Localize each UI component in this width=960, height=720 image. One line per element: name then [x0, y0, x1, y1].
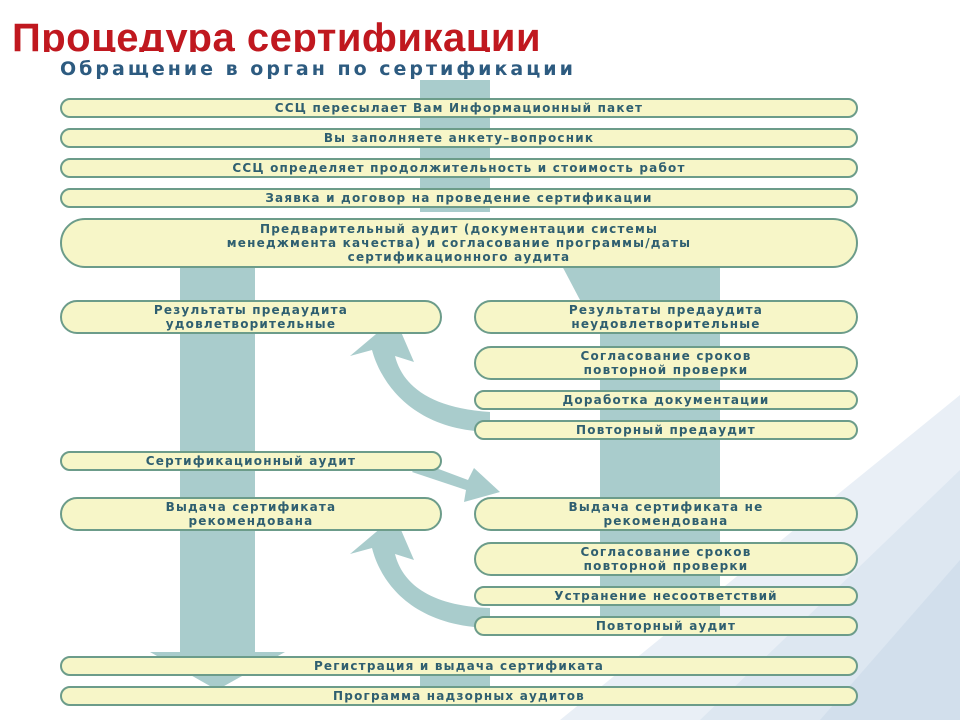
revise-documentation: Доработка документации [474, 390, 858, 410]
agree-recheck-dates-2: Согласование сроков повторной проверки [474, 542, 858, 576]
registration-issue: Регистрация и выдача сертификата [60, 656, 858, 676]
step-send-info-package: ССЦ пересылает Вам Информационный пакет [60, 98, 858, 118]
repeat-audit: Повторный аудит [474, 616, 858, 636]
agree-recheck-dates-1: Согласование сроков повторной проверки [474, 346, 858, 380]
diagonal-arrow [412, 462, 500, 502]
pre-audit-ok: Результаты предаудита удовлетворительные [60, 300, 442, 334]
page-title: Процедура сертификации [12, 16, 542, 52]
split-arrow-right [560, 262, 640, 300]
issue-not-recommended: Выдача сертификата не рекомендована [474, 497, 858, 531]
step-preliminary-audit: Предварительный аудит (документации сист… [60, 218, 858, 268]
return-arrow-1 [350, 318, 490, 432]
fix-nonconformities: Устранение несоответствий [474, 586, 858, 606]
issue-recommended: Выдача сертификата рекомендована [60, 497, 442, 531]
step-application-contract: Заявка и договор на проведение сертифика… [60, 188, 858, 208]
flow-header: Обращение в орган по сертификации [60, 58, 576, 80]
return-arrow-2 [350, 516, 490, 628]
certification-audit: Сертификационный аудит [60, 451, 442, 471]
step-duration-cost: ССЦ определяет продолжительность и стоим… [60, 158, 858, 178]
repeat-preaudit: Повторный предаудит [474, 420, 858, 440]
background-band-3 [820, 560, 960, 720]
left-flow-arrow [150, 268, 285, 690]
step-fill-questionnaire: Вы заполняете анкету–вопросник [60, 128, 858, 148]
pre-audit-fail: Результаты предаудита неудовлетворительн… [474, 300, 858, 334]
surveillance-program: Программа надзорных аудитов [60, 686, 858, 706]
